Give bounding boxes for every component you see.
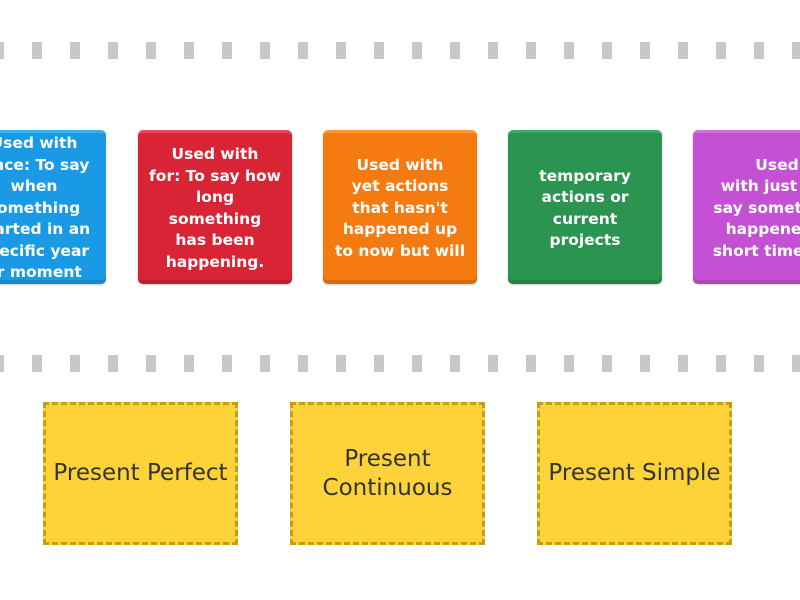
bottom-dashed-divider: [0, 355, 800, 372]
answer-card-for[interactable]: Used with for: To say how long something…: [138, 130, 292, 284]
drop-target-present-perfect[interactable]: Present Perfect: [43, 402, 238, 545]
answer-card-text: Used with since: To say when something s…: [0, 134, 91, 282]
answer-card-temporary[interactable]: temporary actions or current projects: [508, 130, 662, 284]
answer-card-text: temporary actions or current projects: [539, 166, 631, 250]
answer-card-text: Used with yet actions that hasn't happen…: [334, 155, 466, 260]
answer-card-text: Used with just : To say something happen…: [712, 155, 800, 260]
drop-target-present-simple[interactable]: Present Simple: [537, 402, 732, 545]
top-dashed-divider: [0, 42, 800, 59]
answer-card-yet[interactable]: Used with yet actions that hasn't happen…: [323, 130, 477, 284]
answer-card-just[interactable]: Used with just : To say something happen…: [693, 130, 800, 284]
target-label: Present Continuous: [322, 445, 453, 501]
drop-target-present-continuous[interactable]: Present Continuous: [290, 402, 485, 545]
answer-card-text: Used with for: To say how long something…: [149, 145, 281, 271]
answer-card-strip: Used with since: To say when something s…: [0, 130, 800, 286]
target-label: Present Simple: [548, 460, 721, 486]
target-label: Present Perfect: [53, 460, 228, 486]
answer-card-since[interactable]: Used with since: To say when something s…: [0, 130, 106, 284]
